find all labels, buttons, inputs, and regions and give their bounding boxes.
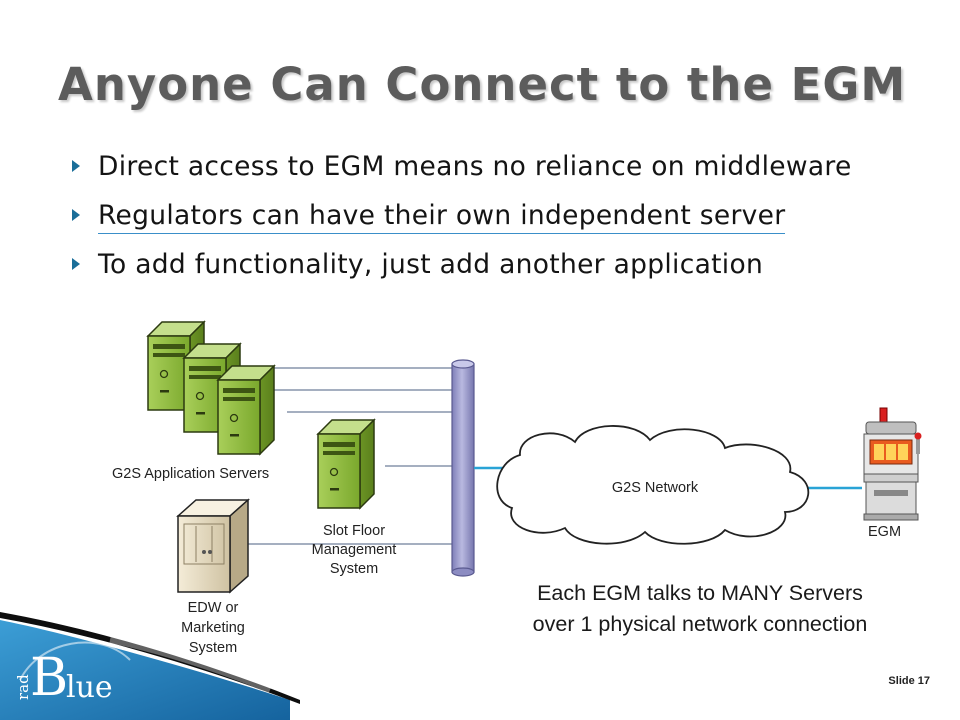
footer-swoosh bbox=[0, 612, 300, 720]
bullet-text: Direct access to EGM means no reliance o… bbox=[98, 151, 852, 182]
slot-machine-icon bbox=[863, 407, 922, 521]
bullet-list: Direct access to EGM means no reliance o… bbox=[72, 152, 892, 279]
bullet-arrow-icon bbox=[72, 258, 80, 270]
slot-floor-server-icon bbox=[317, 419, 375, 509]
caption-line: Each EGM talks to MANY Servers bbox=[537, 581, 863, 605]
bullet-item: Regulators can have their own independen… bbox=[72, 200, 892, 234]
logo-word: lue bbox=[66, 670, 113, 705]
network-cloud-icon bbox=[496, 425, 810, 545]
app-servers-label: G2S Application Servers bbox=[112, 466, 269, 482]
bullet-arrow-icon bbox=[72, 160, 80, 172]
bullet-text: To add functionality, just add another a… bbox=[98, 249, 764, 280]
edw-server-icon bbox=[176, 498, 250, 594]
bullet-text: Regulators can have their own independen… bbox=[98, 200, 786, 234]
edw-label: Marketing bbox=[181, 620, 245, 636]
bullet-arrow-icon bbox=[72, 209, 80, 221]
network-bus bbox=[451, 359, 475, 577]
slot-floor-label: Slot Floor bbox=[323, 523, 385, 539]
connector-lines bbox=[248, 367, 452, 545]
edw-label: EDW or bbox=[188, 600, 239, 616]
bullet-item: Direct access to EGM means no reliance o… bbox=[72, 152, 892, 181]
egm-label: EGM bbox=[868, 524, 901, 540]
diagram-caption: Each EGM talks to MANY Servers over 1 ph… bbox=[470, 578, 930, 640]
network-label: G2S Network bbox=[612, 480, 699, 496]
caption-line: over 1 physical network connection bbox=[532, 612, 868, 636]
edw-label: System bbox=[189, 640, 237, 656]
slide-number: Slide 17 bbox=[888, 675, 930, 687]
logo-letter: B bbox=[30, 648, 69, 708]
slide-title: Anyone Can Connect to the EGM bbox=[58, 58, 907, 111]
slot-floor-label: System bbox=[330, 561, 378, 577]
slot-floor-label: Management bbox=[312, 542, 397, 558]
application-server-icon bbox=[217, 365, 275, 455]
bullet-item: To add functionality, just add another a… bbox=[72, 250, 892, 279]
